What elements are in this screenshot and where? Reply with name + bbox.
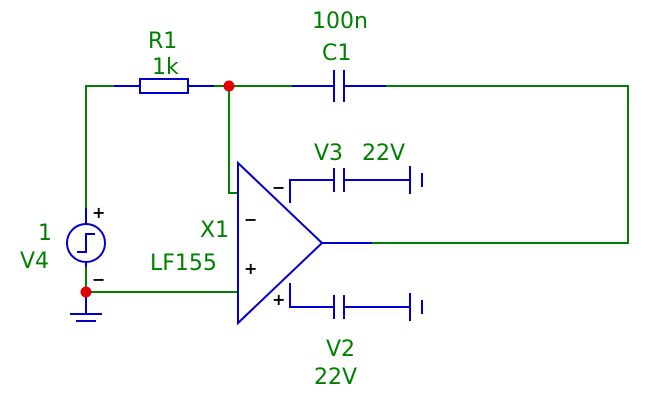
v2-plates	[333, 295, 345, 319]
battery-v2: V2 22V	[314, 293, 423, 390]
r1-value-label: 1k	[152, 55, 179, 80]
opamp-supply-top-lead	[289, 179, 334, 203]
supply-top-pin-sign: −	[272, 178, 285, 197]
v2-name-label: V2	[326, 337, 355, 362]
wire-node-to-inverting	[228, 85, 239, 194]
v4-value-label: 1	[38, 221, 52, 246]
x1-name-label: X1	[200, 218, 229, 243]
wire-c1-to-feedback	[371, 85, 629, 244]
v2-value-label: 22V	[314, 365, 357, 390]
v3-ground-bars	[409, 166, 423, 194]
v2-ground-bars	[409, 293, 423, 321]
x1-model-label: LF155	[150, 251, 217, 276]
wire-v4-to-r1	[85, 85, 115, 209]
r1-body	[139, 78, 189, 94]
opamp-inverting-sign: −	[244, 210, 257, 229]
junction-dot-ground	[80, 286, 92, 298]
opamp-triangle	[237, 160, 324, 326]
c1-plates	[333, 70, 345, 102]
battery-v3: V3 22V	[314, 141, 423, 194]
opamp-noninverting-sign: +	[244, 259, 257, 278]
step-icon	[77, 233, 95, 253]
v3-name-label: V3	[314, 141, 343, 166]
opamp-supply-bottom-lead	[289, 283, 334, 308]
voltage-source-v4: + − 1 V4	[20, 203, 106, 289]
v3-plates	[333, 168, 345, 192]
supply-bottom-pin-sign: +	[272, 290, 285, 309]
resistor-r1: R1 1k	[114, 29, 214, 94]
opamp-x1: − + − + X1 LF155	[150, 160, 372, 326]
c1-value-label: 100n	[312, 9, 368, 34]
c1-name-label: C1	[322, 41, 351, 66]
junction-dot-top	[223, 80, 235, 92]
v3-value-label: 22V	[362, 141, 405, 166]
capacitor-c1: 100n C1	[292, 9, 386, 102]
v4-minus-sign: −	[92, 270, 105, 289]
r1-name-label: R1	[148, 29, 177, 54]
v4-name-label: V4	[20, 249, 49, 274]
v4-plus-sign: +	[92, 203, 105, 222]
